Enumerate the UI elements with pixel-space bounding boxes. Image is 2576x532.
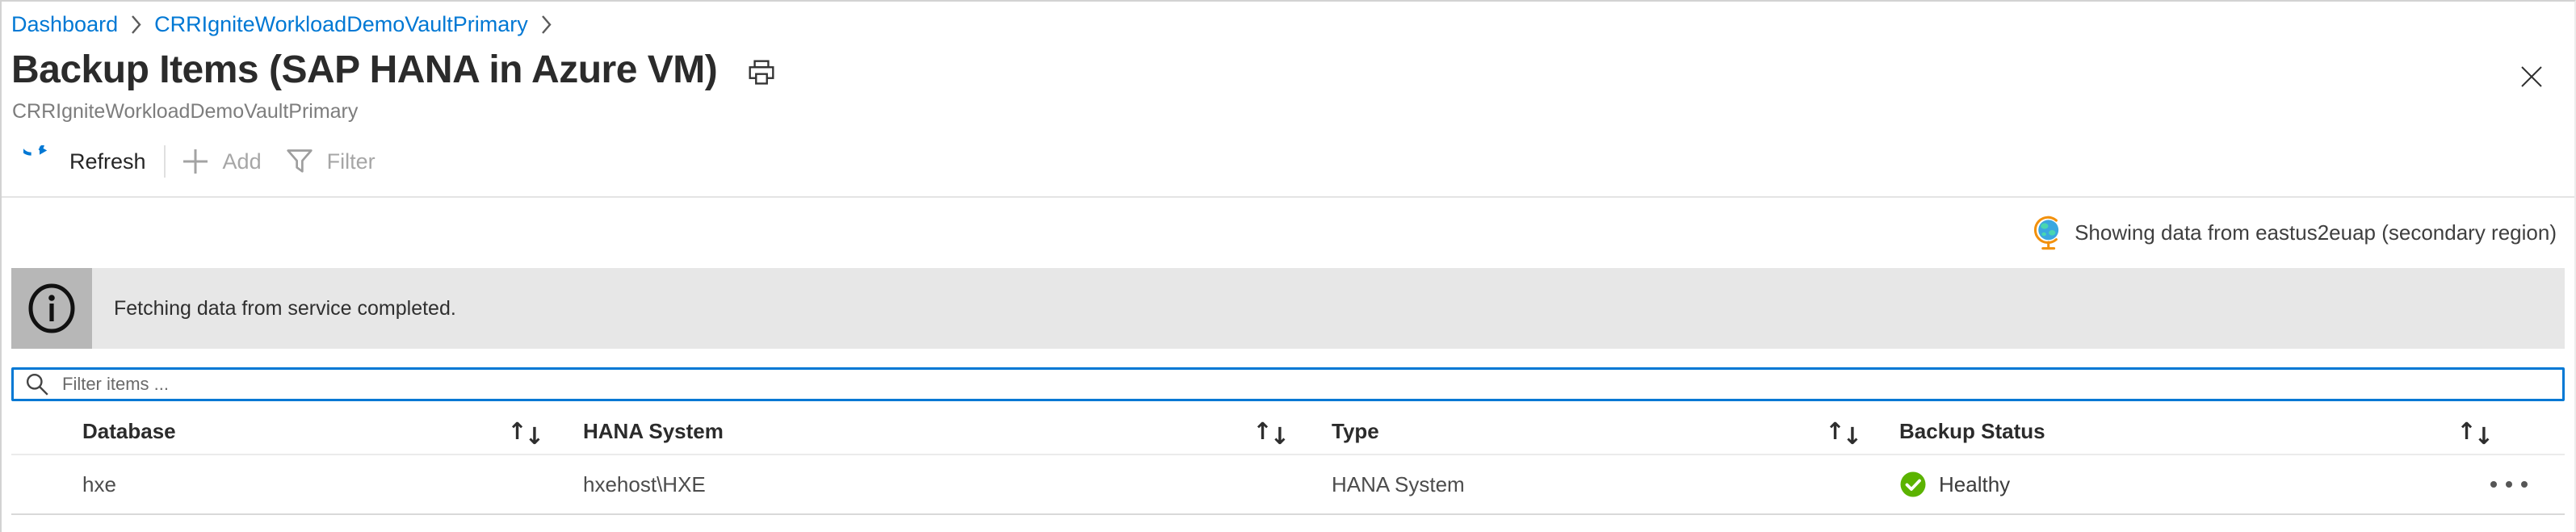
blade-subtitle: CRRIgniteWorkloadDemoVaultPrimary (12, 100, 359, 123)
search-icon (24, 371, 50, 397)
breadcrumb-link-dashboard[interactable]: Dashboard (11, 11, 119, 36)
info-icon (27, 283, 77, 334)
refresh-icon (23, 145, 56, 178)
ellipsis-icon (2490, 481, 2497, 488)
healthy-check-icon (1899, 471, 1927, 498)
column-header-database[interactable]: Database ↑↓ (11, 417, 568, 450)
table-row[interactable]: hxe hxehost\HXE HANA System Healthy (11, 455, 2565, 515)
refresh-label: Refresh (69, 149, 146, 174)
info-banner-text: Fetching data from service completed. (114, 296, 456, 320)
filter-items-row (11, 367, 2565, 401)
globe-icon (2033, 216, 2062, 251)
filter-label: Filter (326, 149, 375, 174)
print-icon[interactable] (748, 60, 775, 86)
column-label: HANA System (583, 418, 724, 443)
cell-backup-status: Healthy (1885, 471, 2565, 498)
toolbar-divider (163, 145, 166, 178)
column-header-backup-status[interactable]: Backup Status ↑↓ (1885, 417, 2565, 450)
sort-icon: ↑↓ (507, 417, 544, 450)
sort-icon: ↑↓ (2456, 417, 2494, 450)
ellipsis-icon (2506, 481, 2512, 488)
funnel-icon (286, 149, 313, 174)
backup-items-table: Database ↑↓ HANA System ↑↓ Type ↑↓ Backu… (11, 408, 2565, 515)
filter-items-input[interactable] (11, 367, 2565, 401)
refresh-button[interactable]: Refresh (23, 145, 146, 178)
cell-hana-system: hxehost\HXE (583, 471, 706, 496)
info-icon-box (11, 268, 92, 349)
ellipsis-icon (2521, 481, 2528, 488)
table-header-row: Database ↑↓ HANA System ↑↓ Type ↑↓ Backu… (11, 408, 2565, 455)
plus-icon (182, 148, 209, 175)
row-context-menu-button[interactable] (2490, 455, 2528, 513)
secondary-region-text: Showing data from eastus2euap (secondary… (2075, 220, 2557, 245)
page-title: Backup Items (SAP HANA in Azure VM) (11, 48, 718, 91)
add-button[interactable]: Add (182, 148, 262, 175)
column-label: Database (82, 418, 176, 443)
backup-status-text: Healthy (1939, 471, 2011, 496)
cell-type: HANA System (1332, 471, 1465, 496)
filter-button[interactable]: Filter (286, 149, 375, 174)
chevron-right-icon (130, 15, 142, 35)
secondary-region-status: Showing data from eastus2euap (secondary… (2, 198, 2574, 268)
column-header-type[interactable]: Type ↑↓ (1317, 417, 1885, 450)
column-label: Backup Status (1899, 418, 2045, 443)
info-banner: Fetching data from service completed. (11, 268, 2565, 349)
title-row: Backup Items (SAP HANA in Azure VM) (11, 48, 2574, 92)
sort-icon: ↑↓ (1252, 417, 1290, 450)
command-bar: Refresh Add Filter (23, 143, 2574, 180)
breadcrumb: Dashboard CRRIgniteWorkloadDemoVaultPrim… (11, 11, 2574, 37)
column-header-hana-system[interactable]: HANA System ↑↓ (568, 417, 1317, 450)
breadcrumb-link-vault[interactable]: CRRIgniteWorkloadDemoVaultPrimary (154, 11, 528, 36)
add-label: Add (222, 149, 262, 174)
sort-icon: ↑↓ (1825, 417, 1862, 450)
chevron-right-icon (540, 15, 552, 35)
section-divider (2, 196, 2574, 198)
column-label: Type (1332, 418, 1379, 443)
cell-database: hxe (82, 471, 116, 496)
close-icon[interactable] (2519, 65, 2544, 89)
